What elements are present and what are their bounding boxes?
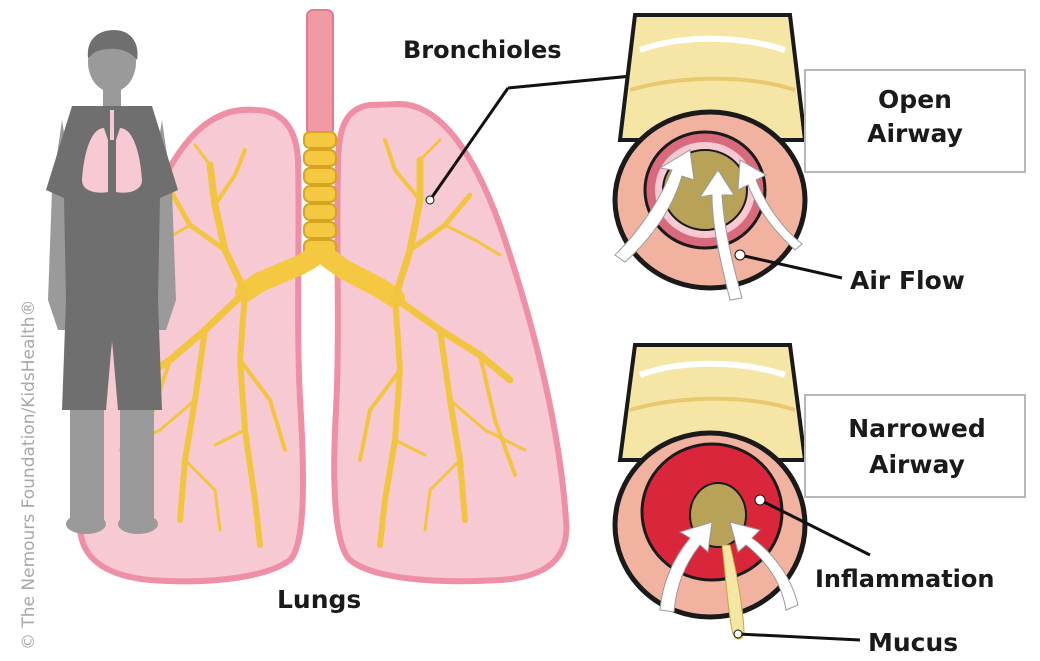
person-right-foot: [118, 514, 158, 534]
pointer-mucus-dot: [734, 630, 742, 638]
label-open-airway-line2: Airway: [867, 119, 963, 148]
label-open-airway-line1: Open: [878, 85, 952, 114]
label-narrowed-airway-line2: Airway: [869, 450, 965, 479]
right-lung: [334, 104, 566, 581]
label-mucus: Mucus: [868, 628, 958, 657]
copyright-text: © The Nemours Foundation/KidsHealth®: [19, 299, 39, 650]
narrowed-airway-illustration: [615, 345, 805, 639]
pointer-bronchioles-dot: [426, 196, 434, 204]
trachea-rings: [304, 132, 336, 256]
label-air-flow: Air Flow: [850, 266, 965, 295]
label-lungs: Lungs: [277, 585, 361, 614]
person-neck: [103, 88, 121, 106]
pointer-inflammation-dot: [755, 495, 765, 505]
label-narrowed-airway-line1: Narrowed: [848, 414, 986, 443]
person-left-leg: [70, 410, 104, 520]
pointer-air-flow-dot: [735, 250, 745, 260]
person-right-leg: [120, 410, 154, 520]
person-left-foot: [66, 514, 106, 534]
pointer-mucus: [738, 634, 860, 640]
person-chest-trachea: [110, 110, 114, 140]
open-airway-illustration: [615, 15, 805, 300]
narrowed-airway-label-box: [805, 395, 1025, 497]
trachea-upper: [307, 10, 333, 135]
label-inflammation: Inflammation: [815, 565, 994, 593]
label-bronchioles: Bronchioles: [403, 36, 562, 64]
